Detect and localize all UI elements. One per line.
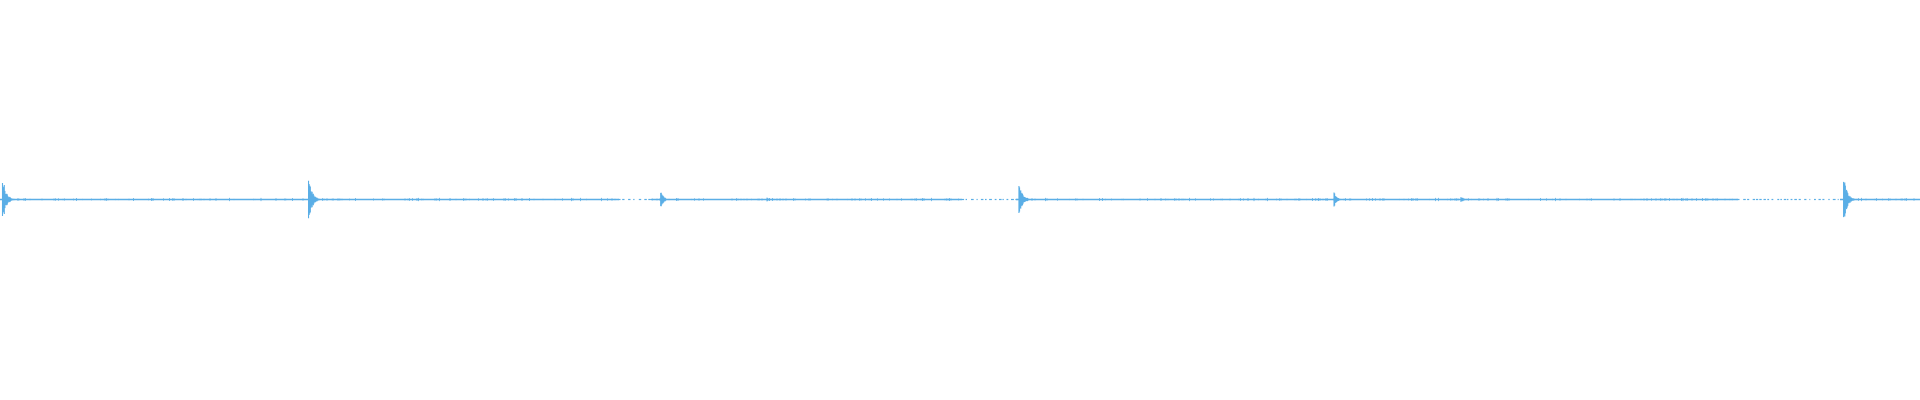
silence-dot	[1743, 198, 1746, 201]
silence-dot	[1804, 198, 1807, 201]
silence-dot	[1809, 198, 1811, 201]
silence-dot	[633, 198, 635, 201]
silence-dot	[976, 198, 978, 201]
silence-dot	[1832, 198, 1836, 201]
silence-dot	[1737, 198, 1740, 201]
silence-dot	[1752, 198, 1756, 201]
silence-dot	[1015, 198, 1018, 201]
silence-dot	[1818, 198, 1821, 201]
silence-dot	[1002, 198, 1004, 201]
transient-4	[766, 197, 778, 202]
silence-dot	[1759, 198, 1762, 201]
transient-5	[1018, 185, 1046, 214]
waveform-transients	[1, 180, 1870, 219]
silence-dot	[989, 198, 992, 201]
silence-dot	[1790, 198, 1793, 201]
transient-6	[1333, 192, 1345, 207]
silence-dot	[648, 198, 651, 201]
silence-dot	[644, 198, 647, 201]
silence-dot	[1783, 198, 1787, 201]
transient-2	[307, 180, 335, 219]
silence-dot	[1837, 198, 1839, 201]
silence-dot	[1828, 198, 1830, 201]
silence-dot	[622, 198, 625, 201]
silence-dot	[1777, 198, 1780, 201]
silence-dot	[618, 198, 621, 201]
transient-1	[1, 183, 29, 216]
silence-dot	[1780, 198, 1782, 201]
silence-dot	[1822, 198, 1825, 201]
silence-dot	[965, 198, 967, 201]
silence-dot	[994, 198, 997, 201]
silence-dot	[1786, 198, 1789, 201]
silence-dot	[1763, 198, 1766, 201]
silence-dot	[628, 198, 631, 201]
silence-dot	[985, 198, 987, 201]
silence-dot	[1798, 198, 1801, 201]
silence-dot	[961, 198, 965, 201]
silence-dot	[999, 198, 1002, 201]
silence-dot	[1747, 198, 1750, 201]
silence-dot	[1756, 198, 1759, 201]
silence-dot	[1767, 198, 1770, 201]
silence-dot	[1794, 198, 1797, 201]
transient-8	[1843, 181, 1870, 218]
transient-3	[660, 192, 671, 207]
silence-dot	[1814, 198, 1816, 201]
silence-dot	[1011, 198, 1014, 201]
silence-dot	[1771, 198, 1774, 201]
silence-dot	[980, 198, 984, 201]
silence-dot	[971, 198, 974, 201]
transient-7	[1460, 197, 1472, 202]
silence-dot	[638, 198, 642, 201]
silence-dot	[1006, 198, 1009, 201]
